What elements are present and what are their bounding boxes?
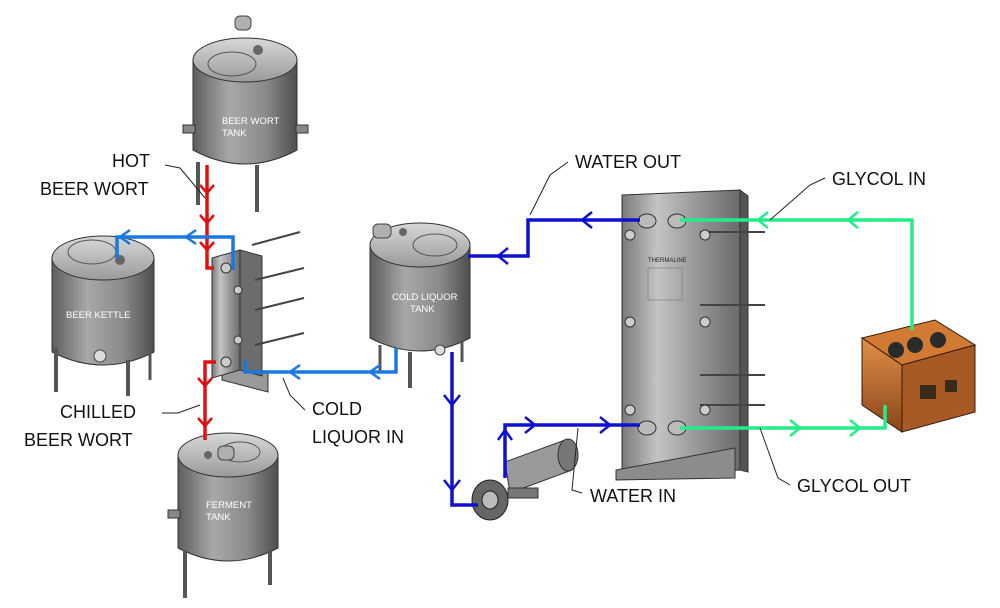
hot-wort-pipes: [197, 165, 216, 440]
callout-labels: HOT BEER WORT CHILLED BEER WORT COLD LIQ…: [24, 151, 926, 506]
cold-liquor-tank-label-2: TANK: [410, 304, 435, 315]
ferment-tank-label-2: TANK: [206, 512, 231, 523]
ferment-tank-label-1: FERMENT: [206, 500, 252, 511]
glycol-chiller-unit: [860, 319, 977, 433]
label-hot-1: HOT: [112, 151, 150, 171]
label-hot-2: BEER WORT: [40, 179, 149, 199]
label-chilled-1: CHILLED: [60, 402, 136, 422]
beer-kettle: BEER KETTLE: [51, 235, 155, 396]
label-glycol-in: GLYCOL IN: [832, 169, 926, 189]
plate-heat-exchanger: THERMALINE: [615, 189, 765, 481]
exchanger-brand-label: THERMALINE: [648, 258, 687, 264]
callout-leader-lines: [162, 161, 826, 494]
water-pump: [471, 438, 579, 521]
label-water-in: WATER IN: [590, 486, 676, 506]
cold-liquor-tank-label-1: COLD LIQUOR: [392, 292, 458, 303]
ferment-tank: FERMENT TANK: [167, 432, 279, 598]
beer-wort-tank-label-2: TANK: [222, 128, 247, 139]
label-cold-liquor-in-2: LIQUOR IN: [312, 427, 404, 447]
cold-liquor-tank: COLD LIQUOR TANK: [369, 222, 471, 388]
beer-kettle-label: BEER KETTLE: [66, 310, 130, 321]
label-water-out: WATER OUT: [575, 152, 681, 172]
cold-liquor-pipes: [115, 228, 398, 381]
glycol-pipes: [680, 211, 914, 437]
wort-plate-chiller: [211, 231, 305, 393]
label-chilled-2: BEER WORT: [24, 430, 133, 450]
beer-wort-tank-label-1: BEER WORT: [222, 116, 280, 127]
water-pipes: [443, 211, 640, 507]
beer-wort-tank: BEER WORT TANK: [182, 15, 309, 212]
label-glycol-out: GLYCOL OUT: [797, 476, 911, 496]
label-cold-liquor-in-1: COLD: [312, 399, 362, 419]
